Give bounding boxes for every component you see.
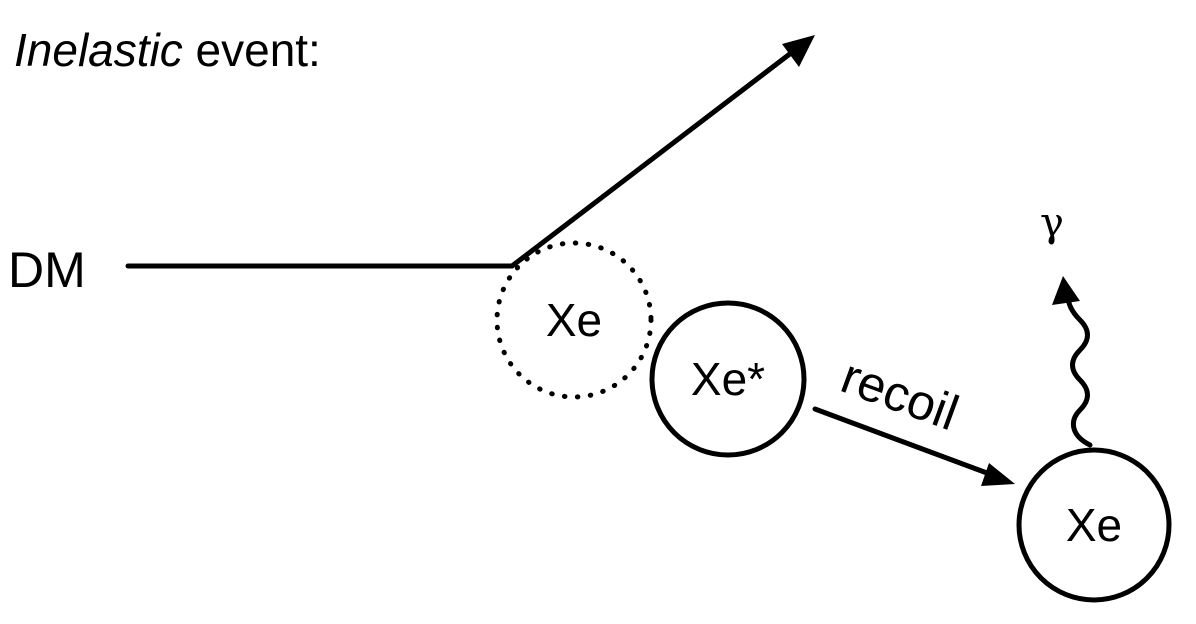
recoil-arrow-line bbox=[812, 406, 998, 479]
photon-arrowhead bbox=[1052, 276, 1080, 305]
dm-label: DM bbox=[8, 242, 86, 298]
photon-wavy-line bbox=[1065, 293, 1093, 448]
target-xe-dotted-circle bbox=[494, 240, 654, 400]
title-rest: event: bbox=[183, 24, 321, 76]
recoil-arrowhead bbox=[981, 463, 1015, 486]
recoil-label: recoil bbox=[834, 348, 965, 441]
gamma-label: γ bbox=[1040, 200, 1064, 246]
diagram-title: Inelastic event: bbox=[14, 24, 321, 76]
outgoing-dm-line bbox=[509, 47, 798, 269]
excited-xe-label: Xe* bbox=[691, 353, 765, 405]
target-xe-label: Xe bbox=[546, 294, 602, 346]
title-italic-word: Inelastic bbox=[14, 24, 183, 76]
excited-xe-circle bbox=[649, 300, 807, 458]
outgoing-dm-arrowhead bbox=[782, 35, 815, 67]
final-xe-label: Xe bbox=[1066, 499, 1122, 551]
final-xe-circle bbox=[1016, 447, 1172, 603]
